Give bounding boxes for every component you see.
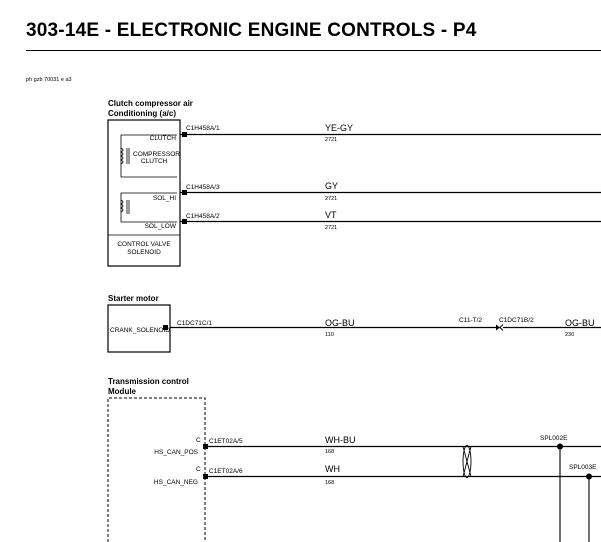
- tcm-block-title-2: Module: [108, 387, 137, 396]
- clutch-compressor-block: Clutch compressor air Conditioning (a/c)…: [107, 99, 601, 267]
- coil-label-1: COMPRESSOR: [133, 151, 180, 158]
- clutch-block-title-2: Conditioning (a/c): [108, 109, 176, 118]
- starter-motor-block: Starter motor CRANK_SOLENOID C1DC71C/1 O…: [107, 294, 601, 353]
- solenoid-inner-loop: [120, 192, 177, 223]
- wire-connector-label: C1H458A/1: [186, 125, 220, 132]
- pin-sol-low-label: SOL_LOW: [145, 223, 177, 230]
- inline-connector-icon: [496, 324, 504, 331]
- clutch-coil-icon: [120, 147, 130, 165]
- starter-component-box: [107, 304, 171, 353]
- wire-vt: C1H458A/2 VT 2721: [180, 210, 601, 231]
- doc-ref: ph gzb 70031 e a3: [26, 77, 72, 83]
- wire-connector-label: C1H458A/2: [186, 213, 220, 220]
- title-rule: [26, 50, 601, 51]
- wire-color-label: WH-BU: [325, 435, 356, 445]
- wire-connector-label: C1H458A/3: [186, 184, 220, 191]
- wire-color-label: GY: [325, 181, 338, 191]
- starter-connector-label: C1DC71C/1: [177, 320, 212, 327]
- wire-connector-label: C1ET02A/6: [209, 468, 243, 475]
- pin-clutch-label: CLUTCH: [150, 135, 177, 142]
- starter-wire-circuit: 110: [325, 332, 334, 338]
- wire-circuit-label: 168: [325, 449, 334, 455]
- wire-color-label: VT: [325, 210, 337, 220]
- wire-gy: C1H458A/3 GY 2721: [180, 181, 601, 202]
- coil-label-2: CLUTCH: [141, 158, 168, 165]
- wire-circuit-label: 2721: [325, 225, 337, 231]
- splice-label: SPL002E: [540, 435, 568, 442]
- connector-pin-marker: [163, 325, 168, 330]
- wire-ye-gy: C1H458A/1 YE-GY 2721: [180, 123, 601, 143]
- pin-hs-can-neg-label: HS_CAN_NEG: [154, 479, 198, 486]
- starter-wire-color: OG-BU: [325, 318, 355, 328]
- twisted-pair-icon: [462, 445, 472, 478]
- wire-circuit-label: 168: [325, 480, 334, 486]
- pin-hs-can-pos-label: HS_CAN_POS: [154, 449, 198, 456]
- wire-wh-bu: C1ET02A/5 WH-BU 168 SPL002E: [203, 435, 601, 542]
- tcm-block-title-1: Transmission control: [108, 377, 189, 386]
- inline-connector-right-label: C1DC71B/2: [499, 317, 534, 324]
- solenoid-coil-icon: [120, 199, 130, 214]
- starter-wire-color-after: OG-BU: [565, 318, 595, 328]
- wire-color-label: WH: [325, 464, 340, 474]
- page-title: 303-14E - ELECTRONIC ENGINE CONTROLS - P…: [26, 20, 477, 41]
- pin-crank-solenoid-label: CRANK_SOLENOID: [110, 327, 170, 334]
- pin-neg-marker: C: [196, 466, 201, 473]
- wire-connector-label: C1ET02A/5: [209, 438, 243, 445]
- splice-label: SPL003E: [569, 464, 597, 471]
- wire-circuit-label: 2721: [325, 196, 337, 202]
- inline-connector-left-label: C11-T/2: [459, 317, 482, 324]
- clutch-footer-2: SOLENOID: [127, 249, 161, 256]
- wire-circuit-label: 2721: [325, 137, 337, 143]
- tcm-component-box: [107, 397, 206, 542]
- pin-pos-marker: C: [196, 437, 201, 444]
- pin-sol-hi-label: SOL_HI: [153, 195, 176, 202]
- wire-wh: C1ET02A/6 WH 168 SPL003E: [203, 464, 601, 542]
- clutch-block-title-1: Clutch compressor air: [108, 99, 193, 108]
- starter-wire-circuit-after: 230: [565, 332, 574, 338]
- tcm-block: Transmission control Module C HS_CAN_POS…: [107, 377, 601, 542]
- clutch-footer-1: CONTROL VALVE: [117, 241, 171, 248]
- wire-color-label: YE-GY: [325, 123, 353, 133]
- starter-block-title: Starter motor: [108, 294, 159, 303]
